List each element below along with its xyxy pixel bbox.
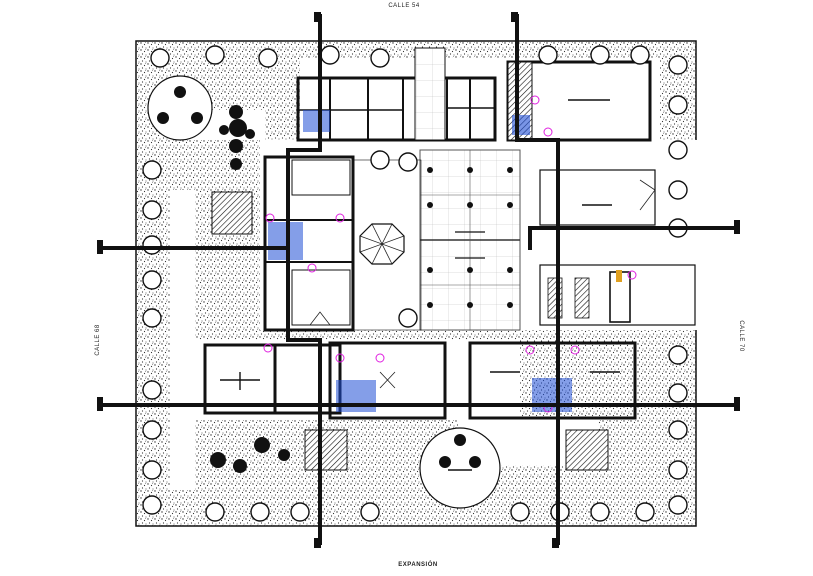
street-label-bottom: EXPANSIÓN xyxy=(398,560,437,568)
west-wing xyxy=(263,155,355,332)
street-label-right: CALLE 70 xyxy=(738,320,744,352)
southwest-hall xyxy=(203,343,342,415)
shrub-cluster xyxy=(210,105,290,473)
street-label-left: CALLE 68 xyxy=(95,324,101,356)
hatched-block-s2 xyxy=(565,429,609,471)
hatched-block-s1 xyxy=(304,429,348,471)
south-plaza xyxy=(419,427,501,509)
hatched-block-nw xyxy=(211,191,253,235)
section-cut-lines xyxy=(97,12,740,548)
street-label-top: CALLE 54 xyxy=(388,3,420,9)
perimeter-trees xyxy=(142,45,688,522)
northwest-plaza xyxy=(147,75,213,141)
annotation-marks xyxy=(263,95,637,413)
northeast-hall xyxy=(506,60,652,142)
central-courtyard xyxy=(419,149,521,331)
north-wing xyxy=(296,47,497,142)
